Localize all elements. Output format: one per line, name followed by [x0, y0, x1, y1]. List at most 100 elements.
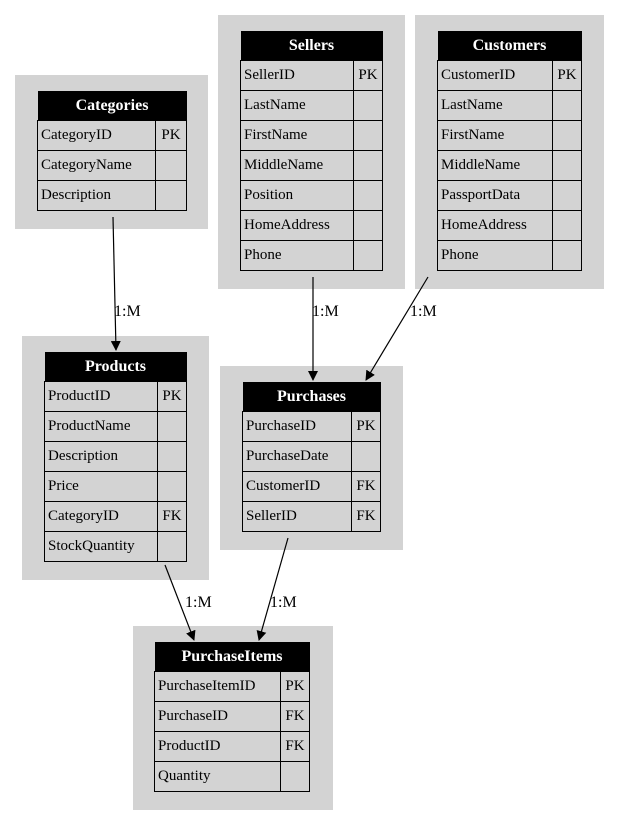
edge-categories-products	[110, 216, 121, 351]
key-badge: PK	[155, 120, 187, 151]
table-row: FirstName	[240, 120, 383, 151]
key-badge	[155, 150, 187, 181]
column-name: CategoryName	[37, 150, 156, 181]
entity-title: Purchases	[242, 382, 381, 412]
key-badge	[552, 120, 582, 151]
entity-purchases: Purchases PurchaseID PK PurchaseDate Cus…	[242, 382, 381, 532]
table-row: Quantity	[154, 761, 310, 792]
table-row: HomeAddress	[240, 210, 383, 241]
key-badge	[353, 120, 383, 151]
key-badge	[552, 150, 582, 181]
table-row: PurchaseID FK	[154, 701, 310, 732]
key-badge	[353, 150, 383, 181]
column-name: PurchaseDate	[242, 441, 352, 472]
table-row: MiddleName	[240, 150, 383, 181]
table-row: CategoryID FK	[44, 501, 187, 532]
column-name: PurchaseItemID	[154, 671, 281, 702]
column-name: PurchaseID	[242, 411, 352, 442]
edge-label-purchases-purchaseitems: 1:M	[270, 594, 297, 611]
column-name: LastName	[240, 90, 354, 121]
column-name: CategoryID	[44, 501, 158, 532]
key-badge	[157, 531, 187, 562]
column-name: CategoryID	[37, 120, 156, 151]
table-row: SellerID FK	[242, 501, 381, 532]
edge-label-customers-purchases: 1:M	[410, 303, 437, 320]
column-name: Description	[37, 180, 156, 211]
column-name: LastName	[437, 90, 553, 121]
column-name: ProductName	[44, 411, 158, 442]
entity-title: Categories	[37, 91, 187, 121]
column-name: HomeAddress	[437, 210, 553, 241]
column-name: FirstName	[240, 120, 354, 151]
table-row: FirstName	[437, 120, 582, 151]
table-row: LastName	[240, 90, 383, 121]
entity-title: Sellers	[240, 31, 383, 61]
column-name: CustomerID	[437, 60, 553, 91]
key-badge: PK	[552, 60, 582, 91]
column-name: SellerID	[242, 501, 352, 532]
table-row: PassportData	[437, 180, 582, 211]
key-badge	[353, 240, 383, 271]
column-name: MiddleName	[437, 150, 553, 181]
key-badge	[552, 210, 582, 241]
key-badge	[353, 90, 383, 121]
column-name: StockQuantity	[44, 531, 158, 562]
table-row: Price	[44, 471, 187, 502]
table-row: CategoryName	[37, 150, 187, 181]
key-badge: PK	[351, 411, 381, 442]
entity-title: Customers	[437, 31, 582, 61]
edge-label-categories-products: 1:M	[114, 303, 141, 320]
column-name: SellerID	[240, 60, 354, 91]
column-name: ProductID	[154, 731, 281, 762]
table-row: PurchaseDate	[242, 441, 381, 472]
column-name: Description	[44, 441, 158, 472]
table-row: HomeAddress	[437, 210, 582, 241]
edge-products-purchaseitems	[164, 564, 196, 641]
key-badge: FK	[351, 501, 381, 532]
key-badge	[157, 441, 187, 472]
column-name: Quantity	[154, 761, 281, 792]
key-badge	[552, 240, 582, 271]
table-row: CustomerID PK	[437, 60, 582, 91]
table-row: CustomerID FK	[242, 471, 381, 502]
key-badge	[157, 471, 187, 502]
column-name: FirstName	[437, 120, 553, 151]
column-name: Phone	[240, 240, 354, 271]
table-row: Description	[37, 180, 187, 211]
key-badge: FK	[351, 471, 381, 502]
table-row: Description	[44, 441, 187, 472]
table-row: ProductID PK	[44, 381, 187, 412]
table-row: PurchaseItemID PK	[154, 671, 310, 702]
key-badge	[353, 210, 383, 241]
entity-title: Products	[44, 352, 187, 382]
edge-label-products-purchaseitems: 1:M	[185, 594, 212, 611]
column-name: Position	[240, 180, 354, 211]
column-name: CustomerID	[242, 471, 352, 502]
entity-categories: Categories CategoryID PK CategoryName De…	[37, 91, 187, 211]
column-name: Phone	[437, 240, 553, 271]
key-badge: PK	[157, 381, 187, 412]
edge-label-sellers-purchases: 1:M	[312, 303, 339, 320]
table-row: CategoryID PK	[37, 120, 187, 151]
table-row: Position	[240, 180, 383, 211]
key-badge	[155, 180, 187, 211]
table-row: MiddleName	[437, 150, 582, 181]
table-row: PurchaseID PK	[242, 411, 381, 442]
key-badge: FK	[280, 701, 310, 732]
table-row: Phone	[240, 240, 383, 271]
column-name: HomeAddress	[240, 210, 354, 241]
column-name: Price	[44, 471, 158, 502]
edge-customers-purchases	[365, 276, 429, 381]
table-row: LastName	[437, 90, 582, 121]
table-row: StockQuantity	[44, 531, 187, 562]
key-badge	[353, 180, 383, 211]
key-badge: PK	[353, 60, 383, 91]
key-badge: FK	[157, 501, 187, 532]
entity-sellers: Sellers SellerID PK LastName FirstName M…	[240, 31, 383, 271]
key-badge	[280, 761, 310, 792]
entity-title: PurchaseItems	[154, 642, 310, 672]
key-badge	[552, 90, 582, 121]
edge-purchases-purchaseitems	[256, 537, 289, 641]
table-row: Phone	[437, 240, 582, 271]
